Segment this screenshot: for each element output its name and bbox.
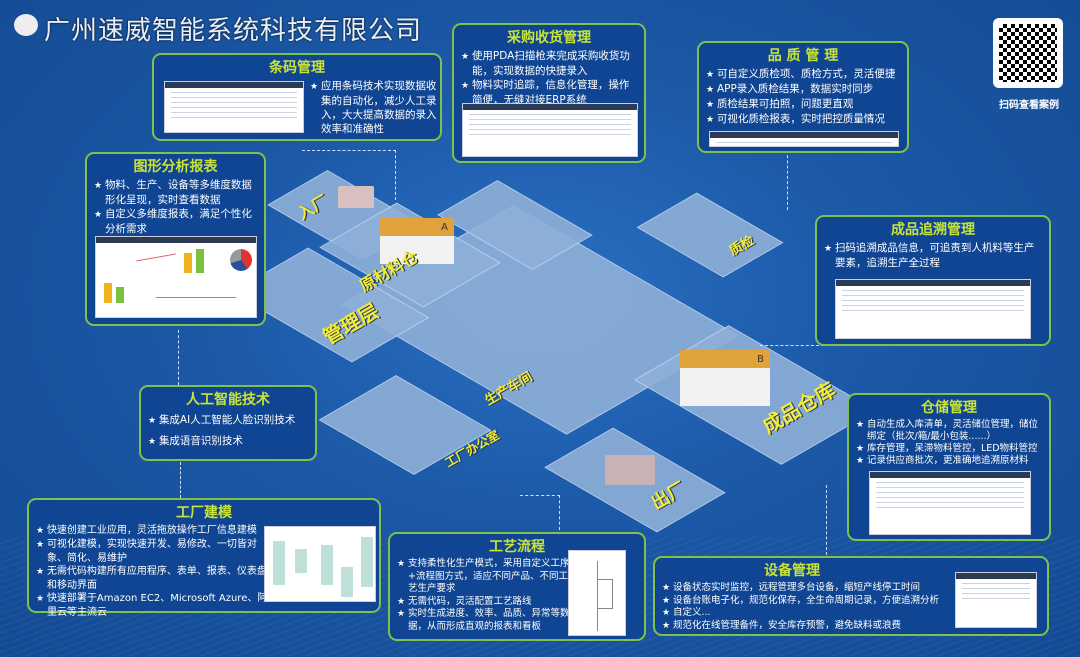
module-process: 工艺流程 支持柔性化生产模式，采用自定义工序+流程图方式，适应不同产品、不同工艺… xyxy=(388,532,646,641)
finished-warehouse-icon: B xyxy=(680,350,770,406)
module-title: 采购收货管理 xyxy=(507,30,591,46)
qr-code[interactable] xyxy=(993,18,1063,88)
module-item: 无需代码构建所有应用程序、表单、报表、仪表盘和移动界面 xyxy=(36,565,268,592)
module-item: 自定义多维度报表，满足个性化分析需求 xyxy=(94,207,257,236)
module-title: 仓储管理 xyxy=(921,400,977,416)
module-title: 人工智能技术 xyxy=(186,392,270,408)
module-title: 条码管理 xyxy=(269,60,325,76)
connector xyxy=(302,150,396,200)
screenshot-thumbnail xyxy=(709,131,899,147)
module-item: APP录入质检结果，数据实时同步 xyxy=(706,82,900,97)
module-barcode: 条码管理 应用条码技术实现数据收集的自动化，减少人工录入，大大提高数据的录入效率… xyxy=(152,53,442,141)
module-item: 支持柔性化生产模式，采用自定义工序+流程图方式，适应不同产品、不同工艺生产要求 xyxy=(397,558,572,596)
screenshot-thumbnail xyxy=(164,81,304,133)
module-item: 快速部署于Amazon EC2、Microsoft Azure、阿里云等主流云 xyxy=(36,592,268,619)
screenshot-thumbnail xyxy=(955,572,1037,628)
wechat-icon xyxy=(14,14,38,36)
module-item: 应用条码技术实现数据收集的自动化，减少人工录入，大大提高数据的录入效率和准确性 xyxy=(310,79,438,136)
module-item: 质检结果可拍照，问题更直观 xyxy=(706,97,900,112)
module-warehouse: 仓储管理 自动生成入库清单，灵活储位管理，储位绑定（批次/箱/最小包装.....… xyxy=(847,393,1051,541)
module-item: 可自定义质检项、质检方式，灵活便捷 xyxy=(706,67,900,82)
qr-caption: 扫码查看案例 xyxy=(999,100,1059,111)
module-title: 品 质 管 理 xyxy=(767,48,839,64)
badge-a: A xyxy=(441,222,448,233)
module-charts: 图形分析报表 物料、生产、设备等多维度数据形化呈现，实时查看数据 自定义多维度报… xyxy=(85,152,266,326)
module-item: 库存管理，呆滞物料管控，LED物料管控 xyxy=(856,443,1042,455)
module-item: 设备状态实时监控，远程管理多台设备，缩短产线停工时间 xyxy=(662,582,957,595)
module-item: 使用PDA扫描枪来完成采购收货功能，实现数据的快捷录入 xyxy=(461,49,637,78)
screenshot-thumbnail xyxy=(869,471,1031,535)
module-item: 集成AI人工智能人脸识别技术 xyxy=(148,413,308,428)
module-item: 规范化在线管理备件，安全库存预警，避免缺料或浪费 xyxy=(662,620,957,633)
module-item: 无需代码，灵活配置工艺路线 xyxy=(397,596,572,609)
truck-icon xyxy=(605,455,655,485)
badge-b: B xyxy=(757,354,764,365)
connector xyxy=(787,150,788,210)
module-item: 记录供应商批次，更准确地追溯原材料 xyxy=(856,455,1042,467)
module-item: 可视化质检报表，实时把控质量情况 xyxy=(706,112,900,127)
module-item: 实时生成进度、效率、品质、异常等数据，从而形成直观的报表和看板 xyxy=(397,608,572,633)
module-modeling: 工厂建模 快速创建工业应用，灵活拖放操作工厂信息建模 可视化建模，实现快速开发、… xyxy=(27,498,381,618)
connector xyxy=(180,462,181,498)
module-item: 快速创建工业应用，灵活拖放操作工厂信息建模 xyxy=(36,524,268,538)
module-item: 自动生成入库清单，灵活储位管理，储位绑定（批次/箱/最小包装......） xyxy=(856,419,1042,443)
screenshot-thumbnail xyxy=(462,103,638,157)
dashboard-thumbnail xyxy=(95,236,257,318)
truck-icon xyxy=(338,186,374,208)
connector xyxy=(520,495,560,530)
module-quality: 品 质 管 理 可自定义质检项、质检方式，灵活便捷 APP录入质检结果，数据实时… xyxy=(697,41,909,153)
module-item: 物料、生产、设备等多维度数据形化呈现，实时查看数据 xyxy=(94,178,257,207)
module-purchase: 采购收货管理 使用PDA扫描枪来完成采购收货功能，实现数据的快捷录入 物料实时追… xyxy=(452,23,646,163)
module-equipment: 设备管理 设备状态实时监控，远程管理多台设备，缩短产线停工时间 设备台账电子化，… xyxy=(653,556,1049,636)
module-item: 扫码追溯成品信息，可追责到人机料等生产要素，追溯生产全过程 xyxy=(824,241,1042,270)
company-watermark: 广州速威智能系统科技有限公司 xyxy=(44,16,423,46)
flowchart-thumbnail xyxy=(568,550,626,636)
connector xyxy=(178,330,179,385)
module-title: 工厂建模 xyxy=(176,505,232,521)
module-trace: 成品追溯管理 扫码追溯成品信息，可追责到人机料等生产要素，追溯生产全过程 xyxy=(815,215,1051,346)
screenshot-thumbnail xyxy=(835,279,1031,339)
connector xyxy=(760,345,870,346)
module-title: 成品追溯管理 xyxy=(891,222,975,238)
model-diagram-thumbnail xyxy=(264,526,376,602)
module-item: 设备台账电子化，规范化保存，全生命周期记录，方便追溯分析 xyxy=(662,595,957,608)
module-ai: 人工智能技术 集成AI人工智能人脸识别技术 集成语音识别技术 xyxy=(139,385,317,461)
module-title: 工艺流程 xyxy=(489,539,545,555)
module-title: 设备管理 xyxy=(764,563,820,579)
connector xyxy=(826,485,827,555)
module-item: 自定义... xyxy=(662,607,957,620)
module-item: 可视化建模，实现快速开发、易修改、一切皆对象、简化、易维护 xyxy=(36,538,268,565)
raw-warehouse-icon: A xyxy=(380,218,454,264)
module-item: 集成语音识别技术 xyxy=(148,434,308,449)
module-title: 图形分析报表 xyxy=(133,159,218,175)
